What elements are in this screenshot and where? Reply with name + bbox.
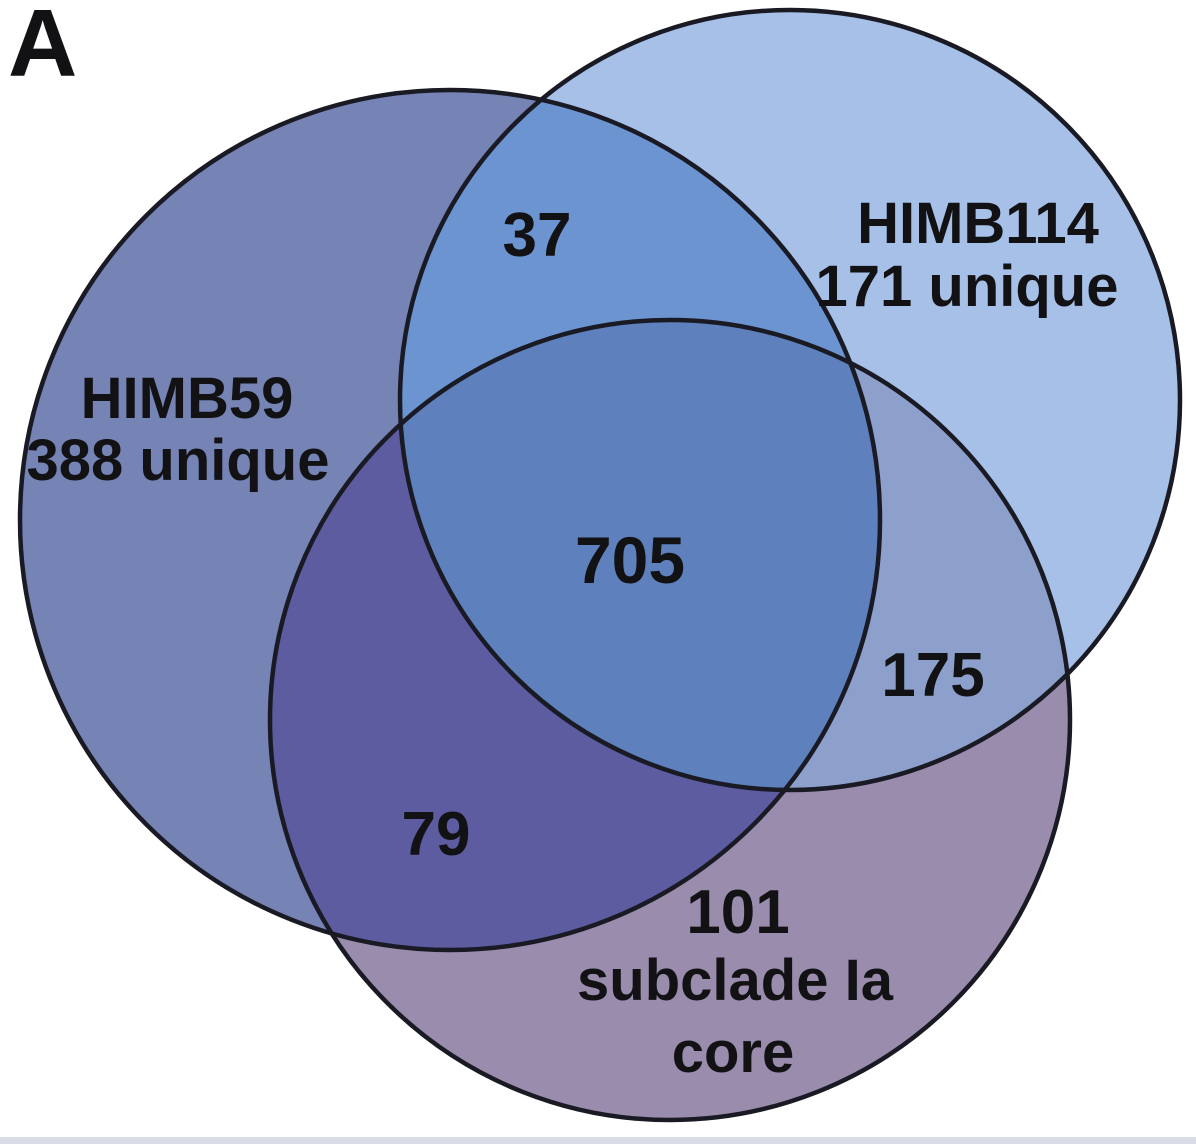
subclade-label-line1: subclade Ia — [577, 948, 894, 1013]
overlap-himb59-subclade-count: 79 — [402, 800, 471, 869]
overlap-himb59-himb114-count: 37 — [503, 201, 572, 270]
himb114-unique-count: 171 unique — [816, 254, 1119, 319]
center-overlap-count: 705 — [575, 523, 685, 597]
panel-label: A — [8, 0, 77, 97]
subclade-count: 101 — [686, 878, 789, 947]
figure-bottom-border — [0, 1137, 1196, 1144]
himb59-label: HIMB59 — [81, 366, 294, 431]
subclade-circle-outline — [267, 317, 1073, 1123]
subclade-label-line2: core — [672, 1020, 795, 1085]
center-overlap-region — [400, 320, 880, 790]
overlap-himb114-subclade-count: 175 — [881, 641, 984, 710]
himb114-label: HIMB114 — [857, 191, 1099, 256]
himb59-circle-outline — [17, 87, 883, 953]
himb59-unique-count: 388 unique — [27, 428, 330, 493]
himb114-circle-outline — [397, 7, 1183, 793]
